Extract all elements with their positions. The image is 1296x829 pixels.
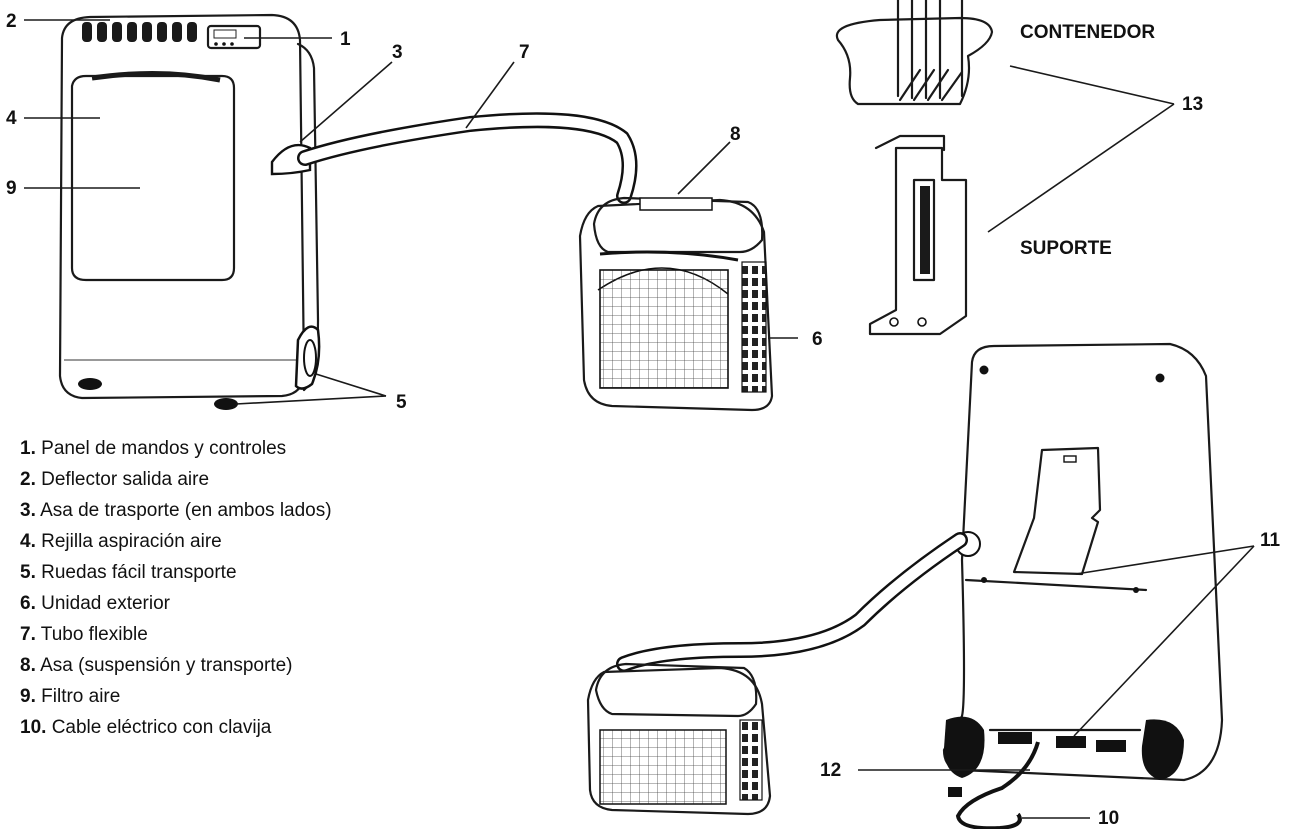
legend-item: 10. Cable eléctrico con clavija [20, 717, 272, 738]
legend-item: 8. Asa (suspensión y transporte) [20, 655, 293, 676]
legend-item: 5. Ruedas fácil transporte [20, 562, 237, 583]
container-label: CONTENEDOR [1020, 22, 1155, 43]
parts-legend: 1. Panel de mandos y controles 2. Deflec… [20, 436, 580, 746]
legend-item: 3. Asa de trasporte (en ambos lados) [20, 500, 332, 521]
legend-item: 2. Deflector salida aire [20, 469, 210, 490]
outdoor-unit-small [586, 662, 772, 816]
callout-11: 11 [1260, 530, 1281, 551]
callout-4: 4 [6, 108, 17, 129]
outdoor-unit [578, 196, 774, 412]
indoor-unit-front [58, 13, 321, 410]
callout-7: 7 [519, 42, 530, 63]
callout-1: 1 [340, 29, 351, 50]
support-bracket [868, 134, 968, 336]
support-label: SUPORTE [1020, 238, 1112, 259]
container-bracket [835, 0, 994, 106]
legend-item: 7. Tubo flexible [20, 624, 148, 645]
legend-item: 1. Panel de mandos y controles [20, 438, 287, 459]
indoor-unit-rear [942, 342, 1224, 782]
callout-6: 6 [812, 329, 823, 350]
control-panel [206, 24, 262, 50]
callout-numbers: 2 1 3 7 4 9 8 6 5 13 11 12 10 CONTENEDOR… [6, 11, 1281, 829]
callout-8: 8 [730, 124, 741, 145]
callout-13: 13 [1182, 94, 1203, 115]
callout-12: 12 [820, 760, 841, 781]
callout-2: 2 [6, 11, 17, 32]
wheels [78, 325, 321, 410]
callout-10: 10 [1098, 808, 1119, 829]
leader-lines [24, 19, 1255, 819]
legend-item: 9. Filtro aire [20, 686, 121, 707]
intake-grill [70, 70, 236, 282]
flexible-hose [297, 112, 638, 204]
legend-item: 6. Unidad exterior [20, 593, 170, 614]
callout-9: 9 [6, 178, 17, 199]
callout-5: 5 [396, 392, 407, 413]
callout-3: 3 [392, 42, 403, 63]
power-cable [955, 741, 1040, 829]
legend-item: 4. Rejilla aspiración aire [20, 531, 222, 552]
air-deflector-vents [82, 22, 197, 42]
